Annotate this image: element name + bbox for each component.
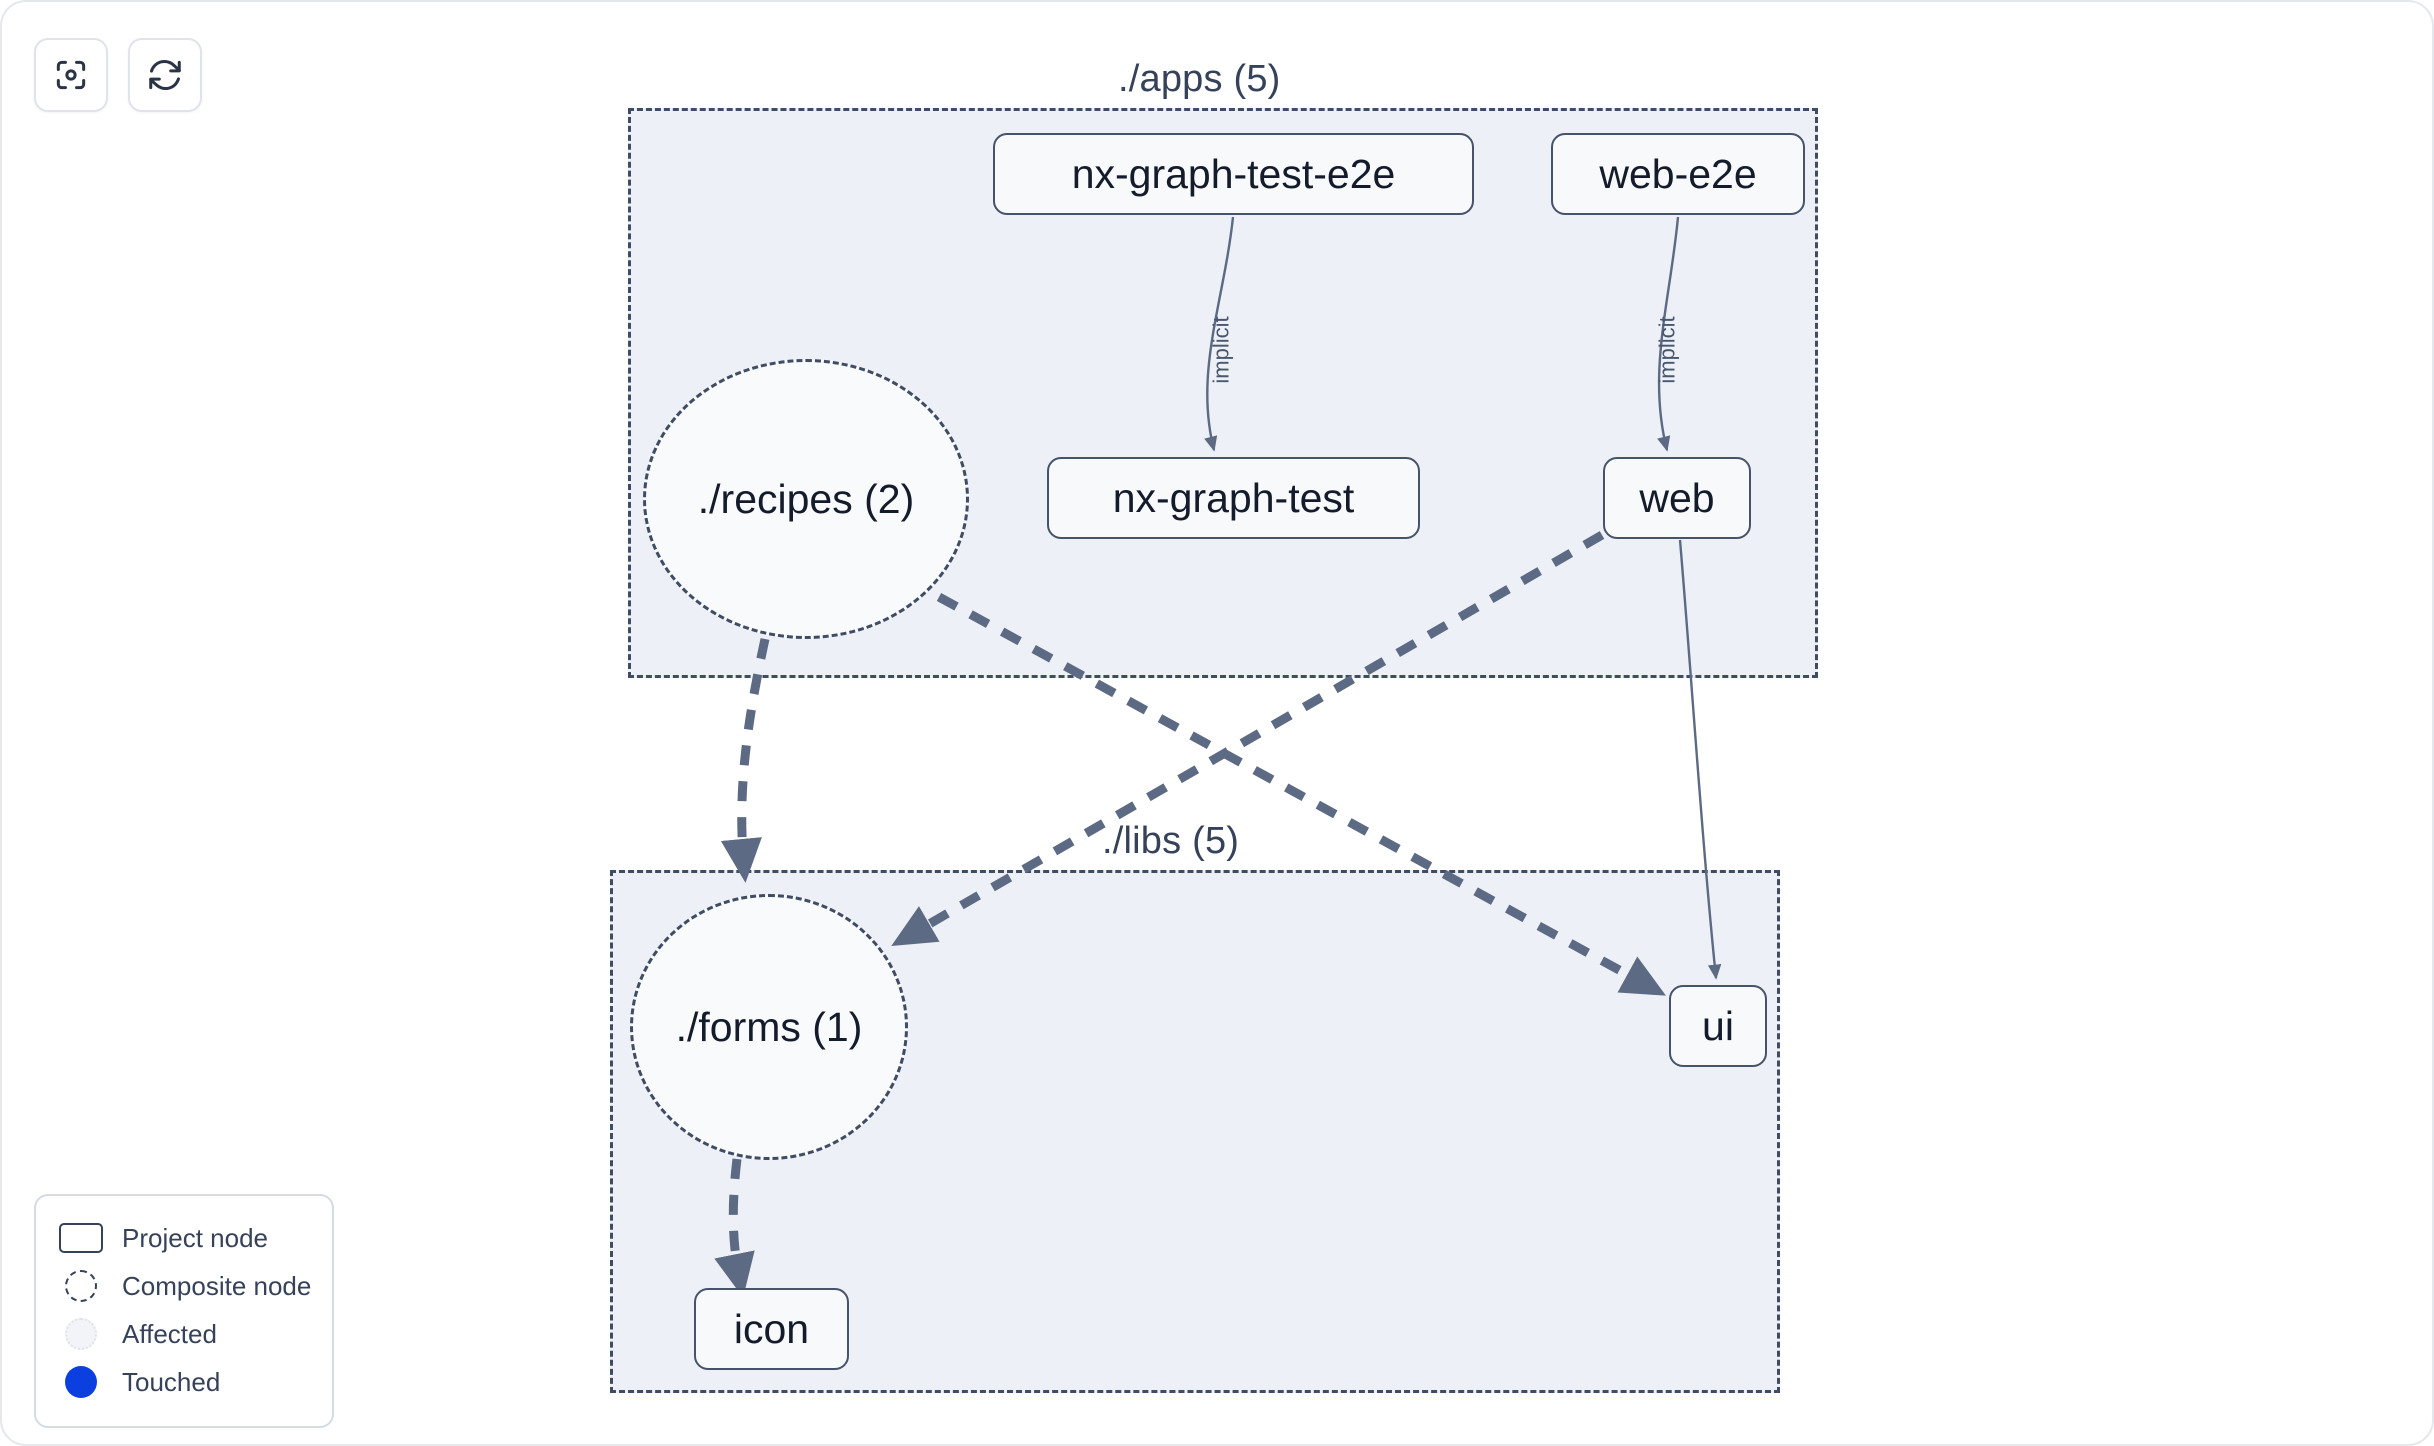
project-node-web-e2e-label: web-e2e bbox=[1599, 150, 1757, 197]
legend-item-project-node: Project node bbox=[58, 1214, 310, 1262]
composite-node-swatch-icon bbox=[58, 1270, 104, 1302]
legend-label-composite-node: Composite node bbox=[122, 1270, 312, 1301]
project-node-icon[interactable]: icon bbox=[694, 1288, 849, 1370]
group-libs-label: ./libs (5) bbox=[1102, 820, 1240, 862]
project-node-icon-label: icon bbox=[733, 1305, 810, 1352]
composite-node-forms[interactable]: ./forms (1) bbox=[630, 894, 908, 1160]
refresh-icon bbox=[146, 56, 184, 94]
focus-target-button[interactable] bbox=[34, 38, 108, 112]
composite-node-forms-label: ./forms (1) bbox=[675, 1003, 863, 1050]
composite-node-recipes[interactable]: ./recipes (2) bbox=[643, 359, 969, 639]
project-node-swatch-icon bbox=[58, 1223, 104, 1253]
project-node-ui-label: ui bbox=[1702, 1002, 1734, 1049]
graph-legend: Project node Composite node Affected Tou… bbox=[34, 1194, 334, 1428]
project-node-web-e2e[interactable]: web-e2e bbox=[1551, 133, 1805, 215]
focus-target-icon bbox=[52, 56, 90, 94]
project-node-ui[interactable]: ui bbox=[1669, 985, 1767, 1067]
legend-label-project-node: Project node bbox=[122, 1222, 268, 1253]
edge-label-implicit-nx-graph-test: implicit bbox=[1208, 316, 1234, 384]
legend-label-touched: Touched bbox=[122, 1366, 221, 1397]
legend-item-touched: Touched bbox=[58, 1358, 310, 1406]
project-node-nx-graph-test[interactable]: nx-graph-test bbox=[1047, 457, 1420, 539]
graph-toolbar bbox=[34, 38, 202, 112]
composite-node-recipes-label: ./recipes (2) bbox=[697, 475, 915, 522]
project-node-web[interactable]: web bbox=[1603, 457, 1751, 539]
project-node-web-label: web bbox=[1639, 474, 1715, 521]
refresh-button[interactable] bbox=[128, 38, 202, 112]
touched-swatch-icon bbox=[58, 1366, 104, 1398]
group-apps-label: ./apps (5) bbox=[1118, 58, 1281, 100]
edge-label-implicit-web: implicit bbox=[1654, 316, 1680, 384]
affected-swatch-icon bbox=[58, 1318, 104, 1350]
project-node-nx-graph-test-e2e-label: nx-graph-test-e2e bbox=[1071, 150, 1396, 197]
legend-label-affected: Affected bbox=[122, 1318, 217, 1349]
project-node-nx-graph-test-e2e[interactable]: nx-graph-test-e2e bbox=[993, 133, 1474, 215]
project-node-nx-graph-test-label: nx-graph-test bbox=[1112, 474, 1355, 521]
legend-item-affected: Affected bbox=[58, 1310, 310, 1358]
legend-item-composite-node: Composite node bbox=[58, 1262, 312, 1310]
